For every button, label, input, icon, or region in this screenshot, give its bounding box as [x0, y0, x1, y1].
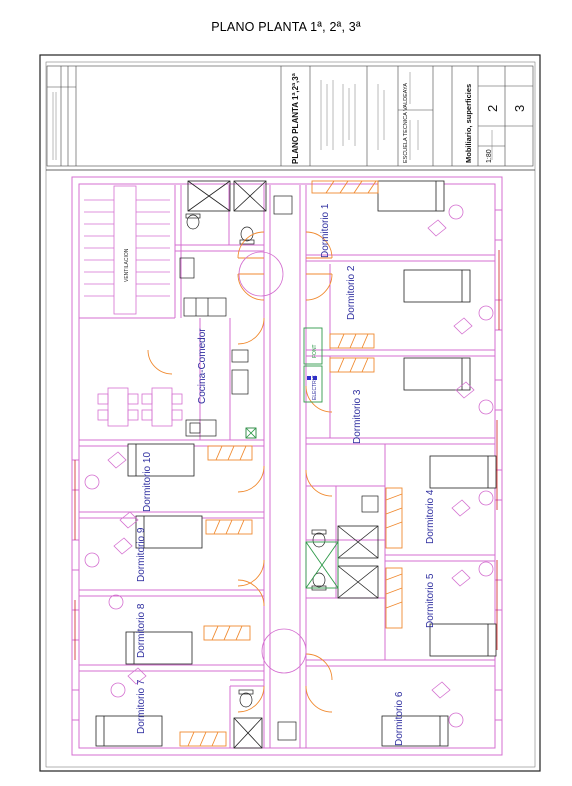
turning-circles	[238, 251, 307, 674]
panel-font-label: FONT	[312, 344, 318, 358]
wardrobes	[179, 180, 403, 747]
room-label-d6: Dormitorio 6	[394, 691, 405, 746]
kitchen-green-box	[245, 427, 257, 439]
electric-marker	[307, 376, 311, 380]
panel-electric-label: ELECTRIC	[312, 375, 318, 400]
service-panels	[303, 327, 339, 589]
desks-and-chairs	[84, 204, 494, 728]
elevator-shafts	[187, 180, 379, 749]
room-label-d7: Dormitorio 7	[136, 679, 147, 734]
sheet-border	[39, 54, 541, 772]
room-label-d5: Dormitorio 5	[425, 573, 436, 628]
sanitary-fixtures	[179, 195, 379, 741]
ventilation-label: VENTILACION	[124, 248, 130, 282]
page-title: PLANO PLANTA 1ª, 2ª, 3ª	[211, 20, 361, 34]
title-block-content-name: Mobiliario, superficies	[464, 84, 473, 163]
room-label-d4: Dormitorio 4	[425, 489, 436, 544]
doors	[147, 231, 333, 713]
dining-tables	[97, 387, 183, 427]
room-label-d3: Dormitorio 3	[352, 389, 363, 444]
kitchen-furniture	[183, 297, 257, 439]
title-block-total-sheets: 2	[485, 105, 500, 112]
electric-marker-2	[313, 376, 317, 380]
stair-ventilation	[84, 185, 170, 315]
room-label-d1: Dormitorio 1	[320, 203, 331, 258]
title-block-sheet-number: 3	[512, 105, 527, 112]
room-label-d8: Dormitorio 8	[136, 603, 147, 658]
title-block-fine-print	[52, 72, 493, 160]
room-label-d2: Dormitorio 2	[346, 265, 357, 320]
beds	[95, 180, 497, 747]
title-block-scale: 1:80	[486, 149, 493, 163]
sheet-inner-border	[45, 61, 536, 768]
title-block-plan-name: PLANO PLANTA 1ª,2ª,3ª	[291, 73, 300, 164]
title-block-school: ESCUELA TECNICA VALDEAYA	[403, 83, 409, 163]
walls	[71, 176, 503, 756]
title-block	[46, 65, 534, 167]
window-frames	[74, 250, 500, 660]
room-label-kitchen: Cocina-Comedor	[197, 328, 208, 404]
window-marks	[72, 209, 502, 721]
room-label-d9: Dormitorio 9	[136, 527, 147, 582]
room-label-d10: Dormitorio 10	[142, 452, 153, 512]
